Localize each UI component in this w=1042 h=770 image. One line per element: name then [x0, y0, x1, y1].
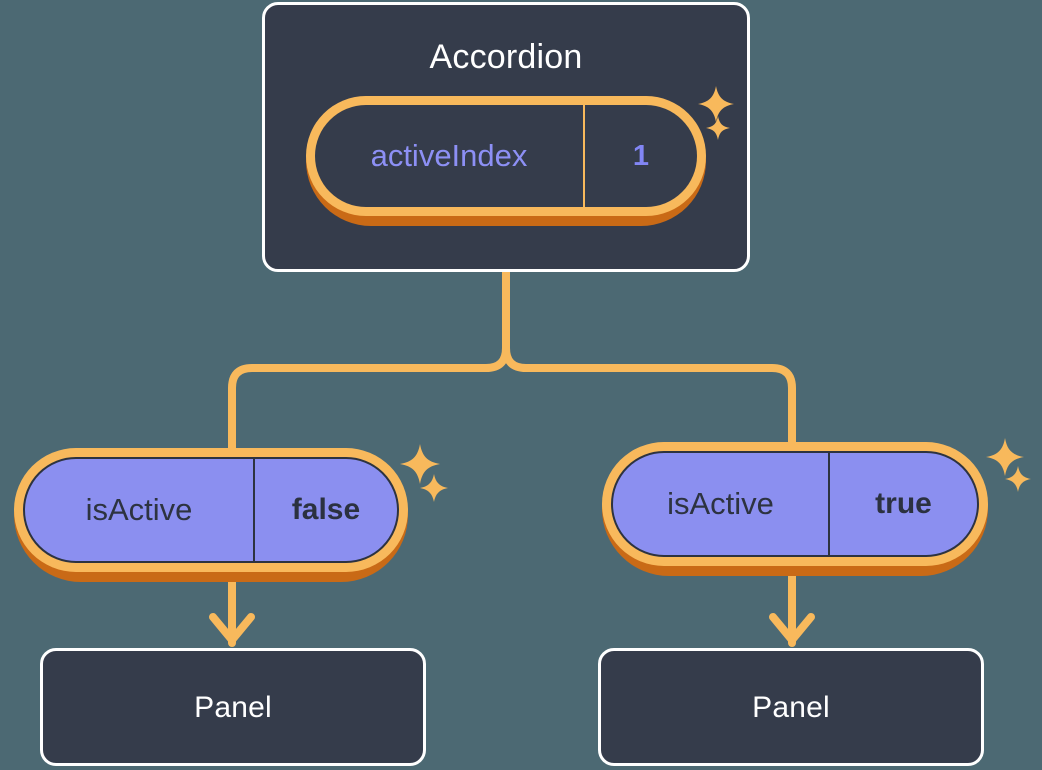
arrowhead-right-panel [769, 613, 815, 644]
state-key-label: isActive [667, 486, 774, 521]
sparkle-small-icon [1005, 466, 1031, 492]
state-pill-isactive-false[interactable]: isActive false [14, 448, 408, 582]
pill-body: activeIndex 1 [315, 105, 697, 207]
state-pill-activeindex[interactable]: activeIndex 1 [306, 96, 706, 226]
panel-card-title: Panel [752, 691, 830, 724]
panel-card-title: Panel [194, 691, 272, 724]
state-value-label: true [828, 453, 977, 555]
sparkle-small-icon [420, 474, 448, 502]
edge-accordion-to-left [228, 268, 510, 456]
state-value-label: 1 [583, 105, 697, 207]
arrowhead-left-panel [209, 613, 255, 644]
state-value-label: false [253, 459, 397, 561]
pill-body: isActive false [23, 457, 399, 563]
state-pill-isactive-true[interactable]: isActive true [602, 442, 988, 576]
state-key-label: isActive [85, 492, 193, 527]
sparkle-large-icon [986, 438, 1024, 476]
accordion-card-title: Accordion [429, 38, 583, 76]
pill-body: isActive true [611, 451, 979, 557]
state-key-label: activeIndex [370, 138, 528, 173]
edge-accordion-to-right [502, 268, 796, 450]
panel-component-card-left[interactable]: Panel [40, 648, 426, 766]
panel-component-card-right[interactable]: Panel [598, 648, 984, 766]
